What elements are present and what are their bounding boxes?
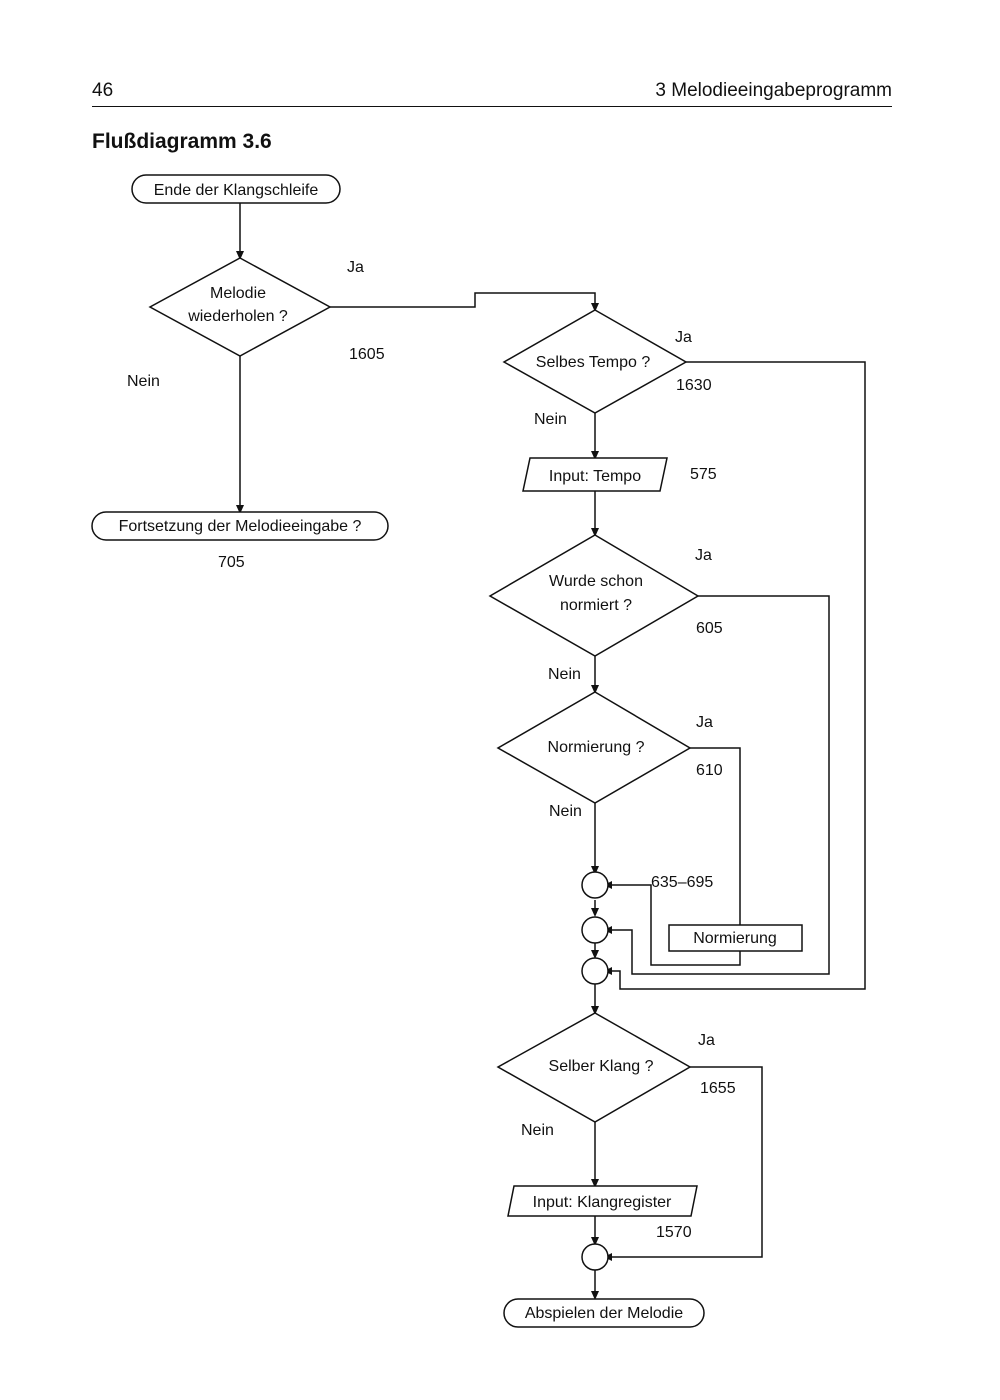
connector-tempo-yes (612, 361, 866, 990)
terminator-start-label: Ende der Klangschleife (154, 182, 319, 199)
branch-yes-normalized: Ja (695, 547, 712, 564)
input-tempo-label: Input: Tempo (549, 468, 641, 485)
branch-yes-normalization: Ja (696, 714, 713, 731)
figure-title: Flußdiagramm 3.6 (92, 130, 272, 153)
branch-no-normalization: Nein (549, 803, 582, 820)
process-normalization (668, 924, 803, 952)
decision-normalization-label: Normierung ? (548, 739, 645, 756)
branch-no-normalized: Nein (548, 666, 581, 683)
branch-no-sound: Nein (521, 1122, 554, 1139)
connector-circle-3 (581, 957, 609, 985)
decision-already-normalized (488, 534, 700, 657)
arrowhead (591, 528, 599, 537)
connector-sound-yes (612, 1066, 763, 1258)
decision-normalization (496, 691, 692, 804)
branch-yes-sound: Ja (698, 1032, 715, 1049)
arrowhead (236, 251, 244, 260)
input-sound-register-label: Input: Klangregister (533, 1194, 672, 1211)
line-number-input-sound-register: 1570 (656, 1224, 692, 1241)
connector-circle-4 (581, 1243, 609, 1271)
arrowhead (591, 950, 599, 959)
arrowhead (591, 866, 599, 875)
decision-same-sound-label: Selber Klang ? (549, 1058, 654, 1075)
header-rule (92, 106, 892, 107)
arrowhead (236, 505, 244, 514)
branch-no-tempo: Nein (534, 411, 567, 428)
decision-same-tempo (502, 309, 688, 414)
line-number-normalization-process: 635–695 (651, 874, 713, 891)
process-normalization-label: Normierung (693, 930, 777, 947)
terminator-play-melody-label: Abspielen der Melodie (525, 1305, 683, 1322)
line-number-continue-input: 705 (218, 554, 245, 571)
decision-repeat-melody (148, 257, 332, 357)
terminator-continue-input-label: Fortsetzung der Melodieeingabe ? (119, 518, 362, 535)
line-number-same-sound: 1655 (700, 1080, 736, 1097)
connector-normq-yes (690, 747, 741, 925)
arrowhead (591, 1179, 599, 1188)
decision-already-normalized-line-2: normiert ? (560, 597, 632, 614)
running-head: 3 Melodieeingabeprogramm (655, 80, 892, 101)
arrowhead (591, 303, 599, 312)
terminator-continue-input (91, 511, 389, 541)
arrowhead (591, 908, 599, 917)
line-number-repeat-melody: 1605 (349, 346, 385, 363)
arrowhead (591, 1291, 599, 1300)
decision-same-tempo-label: Selbes Tempo ? (536, 354, 651, 371)
arrowhead (591, 451, 599, 460)
terminator-start (131, 174, 341, 204)
connector-lines (239, 203, 866, 1294)
terminator-play-melody (503, 1298, 705, 1328)
connector-process-to-circle1 (612, 884, 741, 966)
branch-yes-tempo: Ja (675, 329, 692, 346)
connector-normalized-yes (612, 595, 830, 975)
decision-already-normalized-line-1: Wurde schon (549, 573, 643, 590)
input-sound-register (507, 1185, 698, 1217)
line-number-already-normalized: 605 (696, 620, 723, 637)
page-number: 46 (92, 80, 114, 101)
arrowhead (591, 1237, 599, 1246)
line-number-input-tempo: 575 (690, 466, 717, 483)
input-tempo (522, 457, 668, 492)
decision-same-sound (496, 1012, 692, 1123)
decision-repeat-melody-line-1: Melodie (210, 285, 266, 302)
decision-repeat-melody-line-2: wiederholen ? (187, 308, 288, 325)
connector-circle-2 (581, 916, 609, 944)
branch-no-repeat: Nein (127, 373, 160, 390)
arrowhead (591, 685, 599, 694)
connector-circle-1 (581, 871, 609, 899)
connector-repeat-yes (330, 292, 596, 308)
arrowhead (591, 1006, 599, 1015)
arrowheads (236, 251, 612, 1300)
line-number-same-tempo: 1630 (676, 377, 712, 394)
line-number-normalization: 610 (696, 762, 723, 779)
branch-yes-repeat: Ja (347, 259, 364, 276)
